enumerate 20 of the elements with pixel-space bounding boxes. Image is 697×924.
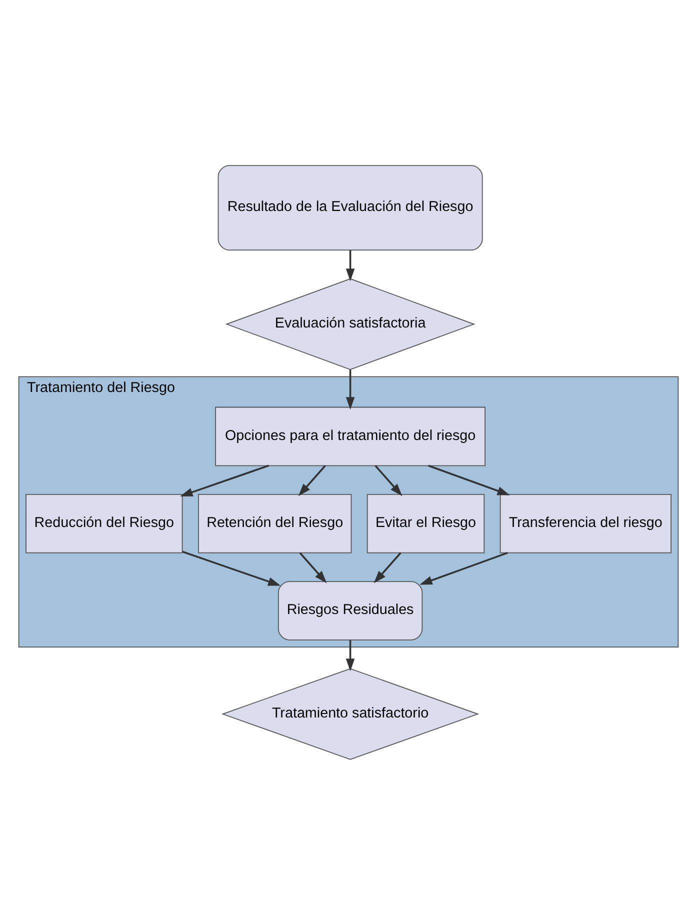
arrow [346,250,355,281]
node-box: Retención del Riesgo [198,493,352,553]
node-box: Opciones para el tratamiento del riesgo [215,406,486,466]
arrow [374,552,402,583]
node-box: Resultado de la Evaluación del Riesgo [218,164,483,250]
arrow [428,464,510,495]
arrow [299,552,327,583]
arrow [180,464,269,496]
node-box: Riesgos Residuales [278,580,423,640]
arrow [346,640,355,671]
node-box: Reducción del Riesgo [26,493,183,553]
arrow [420,551,508,584]
node-diamond: Evaluación satisfactoria [225,278,476,370]
node-box: Evitar el Riesgo [366,493,485,553]
arrow [182,550,281,586]
node-diamond: Tratamiento satisfactorio [221,668,480,760]
arrow [374,464,402,496]
node-box: Transferencia del riesgo [500,493,672,553]
arrow [298,464,326,496]
arrow [346,369,355,410]
